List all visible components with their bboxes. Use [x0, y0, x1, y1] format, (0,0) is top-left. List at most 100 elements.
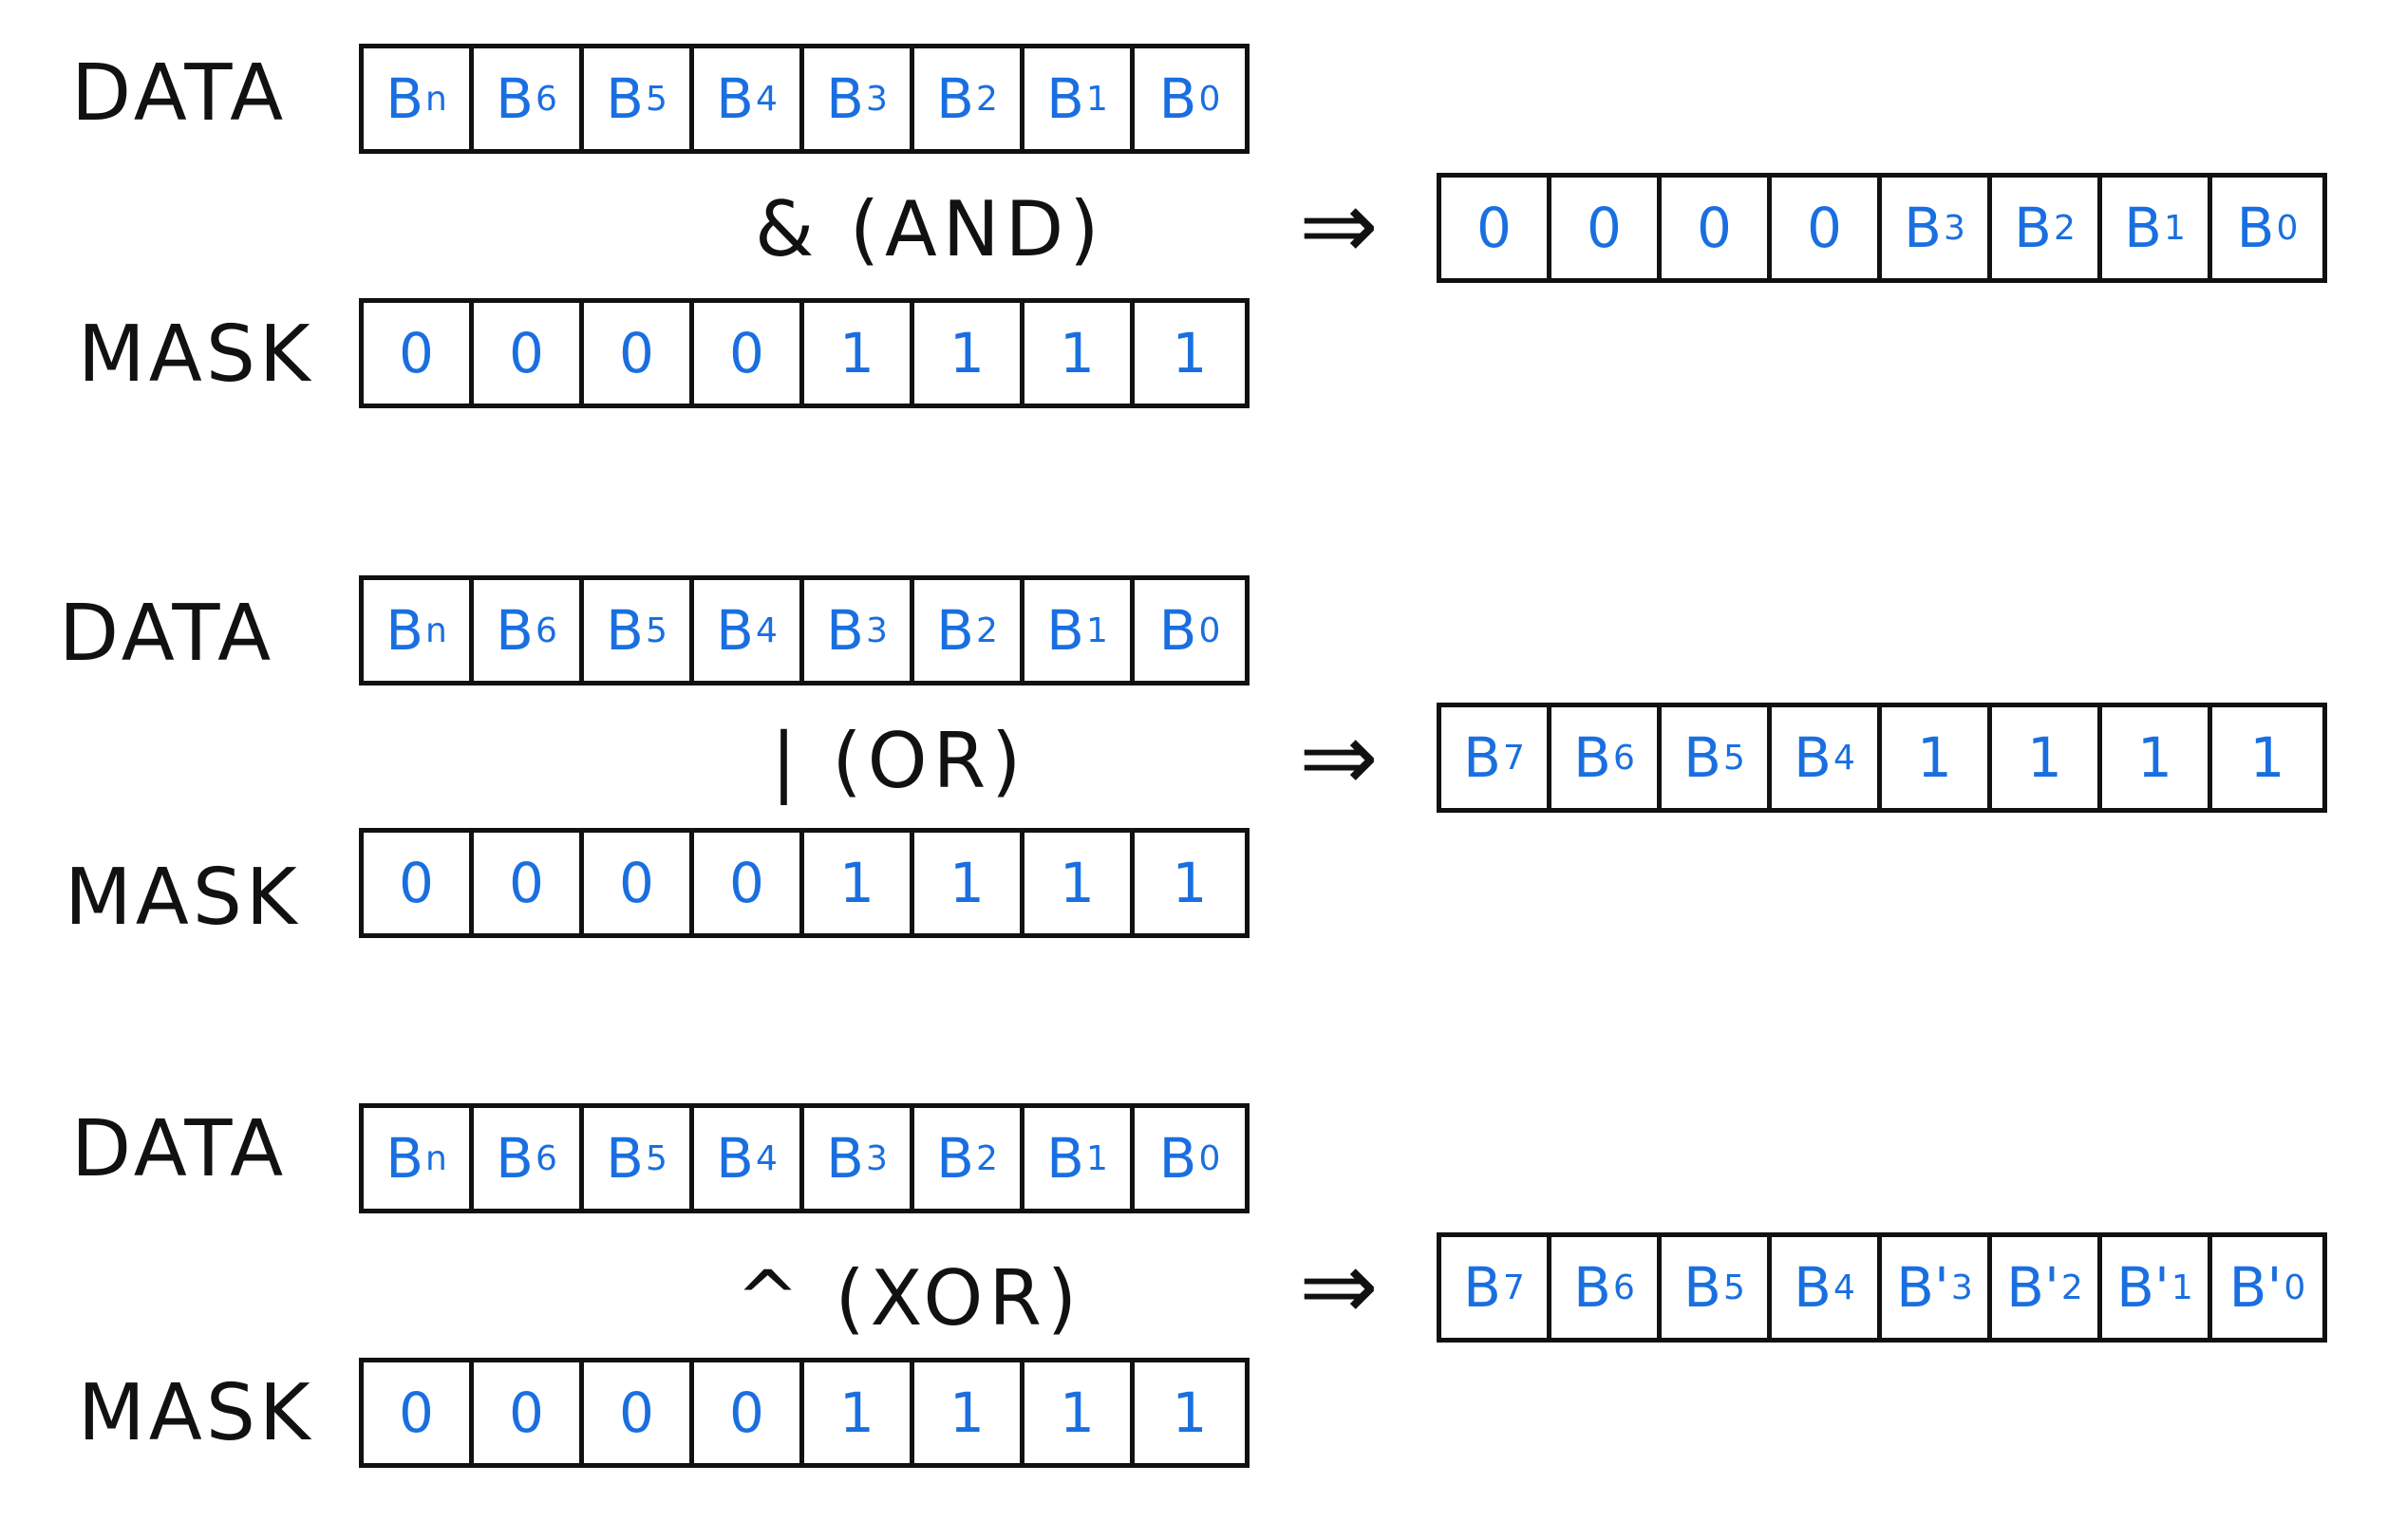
bit-symbol: B: [826, 1126, 864, 1191]
bit-subscript: 5: [645, 79, 667, 119]
bit-subscript: 2: [975, 610, 998, 650]
bit-cell: 1: [804, 303, 914, 404]
bit-cell: 1: [804, 833, 914, 933]
bit-symbol: B: [1573, 1255, 1611, 1320]
bit-subscript: 7: [1502, 1268, 1525, 1307]
bit-subscript: 0: [1198, 1138, 1221, 1178]
bit-cell: 0: [694, 1362, 804, 1463]
bit-symbol: B: [2124, 196, 2162, 260]
bit-cell: 0: [584, 1362, 694, 1463]
bit-symbol: 0: [1697, 196, 1732, 260]
bit-cell: B'2: [1992, 1237, 2102, 1338]
bit-cell: 1: [1024, 1362, 1135, 1463]
bit-symbol: 0: [509, 1380, 544, 1445]
bit-symbol: 0: [1587, 196, 1622, 260]
bit-cell: 1: [804, 1362, 914, 1463]
bit-cell: B'3: [1882, 1237, 1992, 1338]
bit-symbol: B: [2236, 196, 2275, 260]
bit-symbol: B: [1463, 725, 1501, 790]
bit-symbol: B: [1158, 598, 1197, 663]
bit-symbol: 0: [399, 1380, 434, 1445]
bit-subscript: 7: [1502, 738, 1525, 778]
bit-symbol: 0: [399, 321, 434, 385]
bit-cell: 0: [1441, 178, 1551, 278]
bit-symbol: B: [1046, 1126, 1084, 1191]
bit-subscript: 5: [1722, 1268, 1745, 1307]
bit-cell: 1: [914, 303, 1024, 404]
bit-subscript: n: [424, 1138, 447, 1178]
operator-or: | (OR): [771, 717, 1027, 805]
bit-subscript: 3: [1943, 208, 1965, 248]
bit-cell: 0: [584, 303, 694, 404]
bit-subscript: 0: [2284, 1268, 2306, 1307]
bit-symbol: 0: [399, 851, 434, 915]
bit-symbol: B': [2228, 1255, 2283, 1320]
bit-symbol: B: [1683, 1255, 1721, 1320]
bit-symbol: 1: [949, 321, 985, 385]
bit-symbol: B: [1683, 725, 1721, 790]
bit-cell: 0: [364, 833, 474, 933]
bit-symbol: B: [716, 1126, 754, 1191]
bit-cell: 1: [1992, 707, 2102, 808]
bit-cell: 1: [1135, 1362, 1245, 1463]
bit-cell: 0: [584, 833, 694, 933]
bit-symbol: B: [936, 66, 974, 131]
bit-subscript: 1: [1085, 79, 1108, 119]
bit-symbol: 1: [1172, 321, 1208, 385]
bit-subscript: 0: [2276, 208, 2299, 248]
bit-symbol: B: [496, 66, 534, 131]
bit-subscript: 1: [1085, 1138, 1108, 1178]
bit-symbol: B: [2014, 196, 2052, 260]
bit-subscript: 3: [865, 610, 888, 650]
bit-subscript: 3: [865, 79, 888, 119]
bit-cell: 1: [914, 833, 1024, 933]
bit-symbol: 1: [949, 851, 985, 915]
bit-symbol: B: [1573, 725, 1611, 790]
mask-label-or: MASK: [65, 853, 301, 943]
bit-symbol: 0: [509, 321, 544, 385]
bit-symbol: 1: [949, 1380, 985, 1445]
bit-symbol: B: [1158, 1126, 1197, 1191]
bit-subscript: 3: [865, 1138, 888, 1178]
bit-symbol: B: [1463, 1255, 1501, 1320]
bit-subscript: 4: [755, 79, 778, 119]
bit-subscript: n: [424, 610, 447, 650]
bit-symbol: B': [2006, 1255, 2059, 1320]
bit-symbol: B: [716, 598, 754, 663]
bit-symbol: 1: [839, 851, 874, 915]
bit-cell: 1: [1882, 707, 1992, 808]
bit-subscript: 2: [975, 1138, 998, 1178]
bit-cell: 0: [474, 303, 584, 404]
bit-cell: B'1: [2102, 1237, 2212, 1338]
bit-symbol: B: [826, 66, 864, 131]
bit-subscript: 6: [1612, 738, 1635, 778]
bit-symbol: B: [606, 598, 644, 663]
mask-label-xor: MASK: [78, 1368, 314, 1458]
bit-cell: 0: [1772, 178, 1882, 278]
bit-cell: B'0: [2212, 1237, 2322, 1338]
bit-cell: 0: [474, 1362, 584, 1463]
